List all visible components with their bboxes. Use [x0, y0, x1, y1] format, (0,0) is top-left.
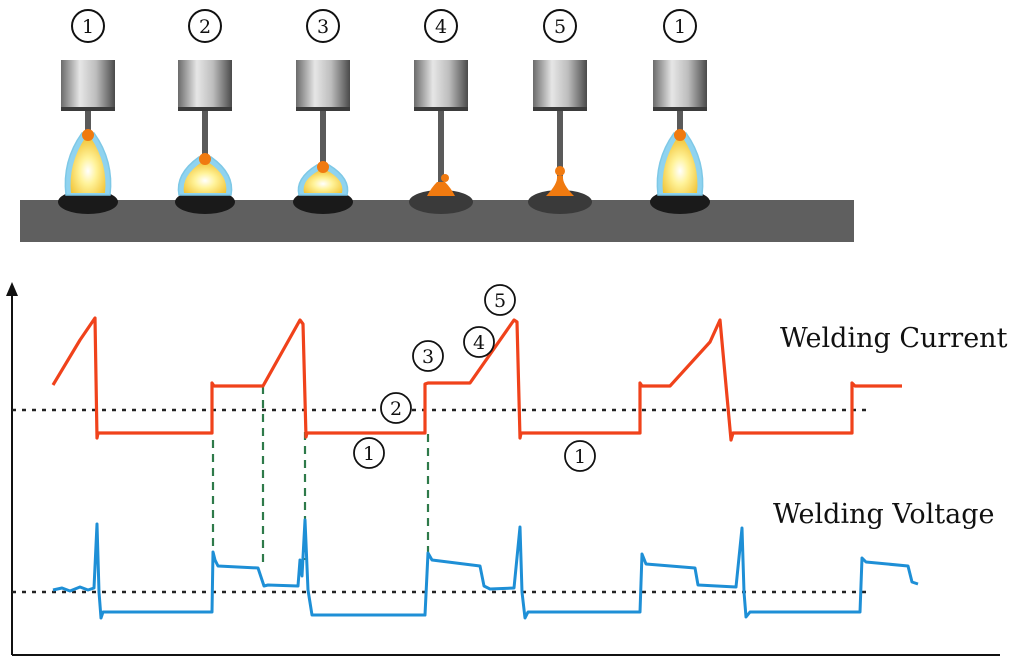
arc-plasma-core — [662, 138, 698, 193]
current-label: Welding Current — [780, 323, 1008, 354]
stage-number: 1 — [674, 16, 686, 38]
torch-stage: 3 — [293, 9, 353, 214]
torch-nozzle — [414, 60, 468, 110]
torch-stage: 1 — [650, 9, 710, 214]
nozzle-rim — [178, 107, 232, 111]
marker-number: 4 — [473, 332, 485, 354]
arc-plasma-core — [183, 162, 227, 193]
stage-number-badge: 4 — [424, 9, 458, 43]
molten-droplet — [674, 129, 686, 141]
waveform-phase-marker: 5 — [484, 284, 516, 316]
molten-droplet — [82, 129, 94, 141]
torch-nozzle — [533, 60, 587, 110]
labels-layer: Welding Current Welding Voltage — [773, 323, 1008, 530]
weld-bead — [650, 190, 710, 214]
electrode-wire — [85, 111, 91, 140]
badge-circle — [306, 9, 340, 43]
badge-circle — [543, 9, 577, 43]
torch-stage: 5 — [528, 9, 592, 214]
torch-nozzle — [178, 60, 232, 110]
waveform-phase-marker: 3 — [412, 340, 444, 372]
marker-circle — [353, 437, 385, 469]
torch-stage: 2 — [175, 9, 235, 214]
weld-bead — [58, 190, 118, 214]
torch-stage: 1 — [58, 9, 118, 214]
torch-sequence: 1 2 3 4 5 1 — [58, 9, 710, 214]
marker-circle — [412, 340, 444, 372]
waveform-markers: 54 3 2 1 1 — [353, 284, 596, 472]
electrode-wire — [320, 111, 326, 170]
nozzle-rim — [414, 107, 468, 111]
torch-nozzle — [61, 60, 115, 110]
voltage-label: Welding Voltage — [773, 499, 994, 530]
stage-number: 2 — [199, 16, 211, 38]
badge-circle — [188, 9, 222, 43]
voltage-waveform — [52, 518, 919, 620]
nozzle-rim — [61, 107, 115, 111]
necking-bridge — [546, 176, 574, 196]
stage-number: 4 — [435, 16, 447, 38]
nozzle-rim — [296, 107, 350, 111]
badge-circle — [663, 9, 697, 43]
weld-bead — [409, 190, 473, 214]
marker-number: 1 — [574, 446, 586, 468]
weld-bead — [175, 190, 235, 214]
stage-number-badge: 1 — [663, 9, 697, 43]
marker-circle — [564, 440, 596, 472]
molten-droplet — [199, 153, 211, 165]
current-waveform — [51, 316, 902, 442]
molten-droplet — [317, 161, 329, 173]
electrode-wire — [438, 111, 444, 185]
waveform-phase-marker: 4 — [463, 326, 495, 358]
torch-nozzle — [653, 60, 707, 110]
torch-stage: 4 — [409, 9, 473, 214]
electrode-wire — [202, 111, 208, 162]
stage-number-badge: 1 — [71, 9, 105, 43]
sync-lines — [211, 386, 430, 566]
electrode-wire — [557, 111, 563, 178]
waveform-phase-marker: 2 — [380, 392, 412, 424]
molten-droplet — [555, 166, 565, 176]
marker-number: 1 — [363, 443, 375, 465]
stage-number-badge: 5 — [543, 9, 577, 43]
arc-plasma-core — [303, 170, 343, 193]
badge-circle — [424, 9, 458, 43]
marker-circle — [463, 326, 495, 358]
stage-number-badge: 3 — [306, 9, 340, 43]
stage-number-badge: 2 — [188, 9, 222, 43]
marker-number: 3 — [422, 346, 434, 368]
short-circuit-bridge — [427, 182, 455, 196]
waveform-phase-marker: 1 — [564, 440, 596, 472]
weld-bead — [293, 190, 353, 214]
stage-number: 1 — [82, 16, 94, 38]
stage-number: 3 — [317, 16, 329, 38]
waveform-phase-marker: 1 — [353, 437, 385, 469]
marker-number: 2 — [390, 398, 402, 420]
arc-plasma-core — [70, 138, 106, 193]
badge-circle — [71, 9, 105, 43]
marker-circle — [380, 392, 412, 424]
plot-axes — [6, 282, 1000, 656]
marker-circle — [484, 284, 516, 316]
stage-number: 5 — [554, 16, 566, 38]
nozzle-rim — [533, 107, 587, 111]
nozzle-rim — [653, 107, 707, 111]
weld-bead — [528, 190, 592, 214]
y-axis-arrow — [6, 282, 18, 296]
electrode-wire — [677, 111, 683, 140]
molten-droplet — [441, 174, 449, 182]
torch-nozzle — [296, 60, 350, 110]
marker-number: 5 — [494, 290, 506, 312]
